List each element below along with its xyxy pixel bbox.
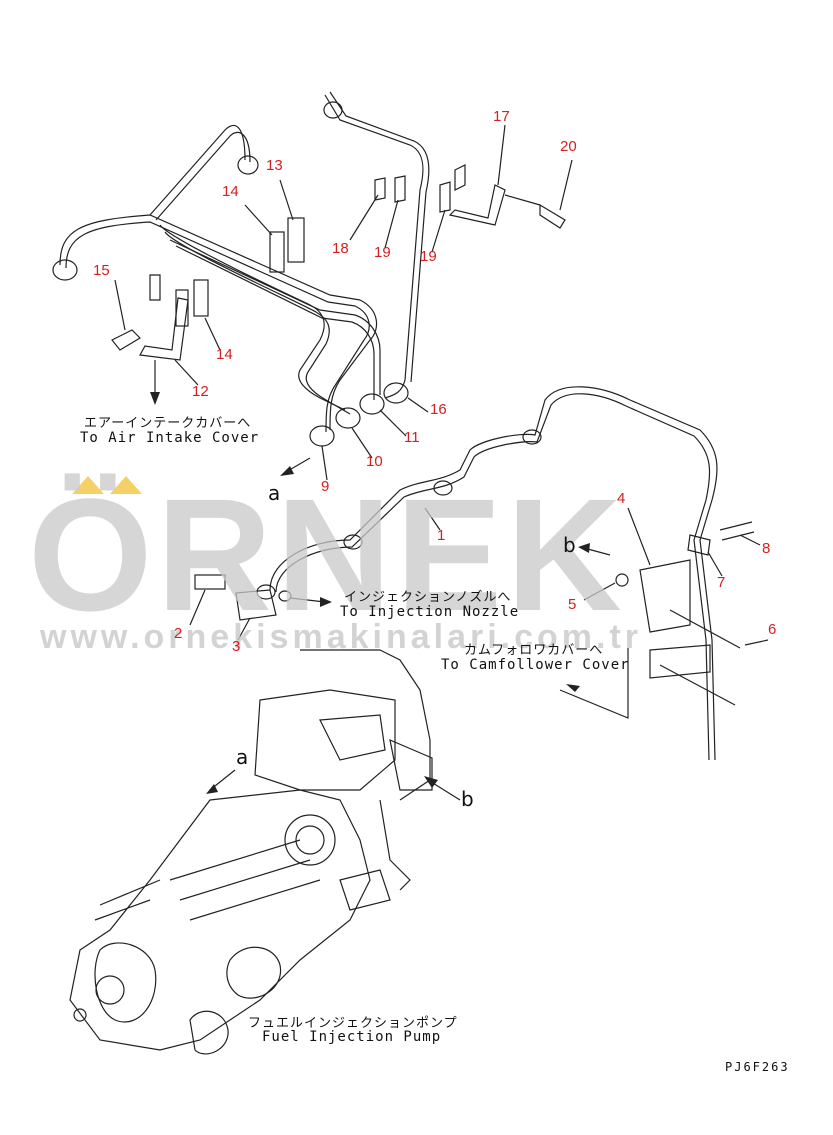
callout-13: 13 (266, 157, 283, 174)
camfollower-label-jp: カムフォロワカバーへ (464, 643, 604, 658)
air-intake-label-jp: エアーインテークカバーへ (84, 416, 252, 431)
callout-3: 3 (232, 638, 241, 655)
injection-nozzle-label-en: To Injection Nozzle (340, 604, 520, 620)
callout-10: 10 (366, 453, 383, 470)
fuel-pump-label-en: Fuel Injection Pump (262, 1029, 442, 1045)
view-letter-b-bottom: b (461, 787, 474, 811)
drawing-code: PJ6F263 (725, 1060, 790, 1074)
fuel-pump-label-jp: フュエルインジェクションポンプ (248, 1016, 458, 1031)
callout-1: 1 (437, 527, 446, 544)
callout-11: 11 (404, 429, 420, 446)
callout-17: 17 (493, 108, 510, 125)
callout-5: 5 (568, 596, 577, 613)
callout-15: 15 (93, 262, 110, 279)
callout-6: 6 (768, 621, 777, 638)
camfollower-label-en: To Camfollower Cover (441, 657, 630, 673)
callout-19b: 19 (420, 248, 437, 265)
injection-nozzle-label-jp: インジェクションノズルへ (344, 590, 512, 605)
callout-8: 8 (762, 540, 771, 557)
callout-16: 16 (430, 401, 447, 418)
view-letter-b-top: b (563, 533, 576, 557)
view-letter-a-top: a (268, 481, 281, 505)
callout-9: 9 (321, 478, 330, 495)
callout-7: 7 (717, 574, 726, 591)
callout-4: 4 (617, 490, 626, 507)
callout-19: 19 (374, 244, 391, 261)
callout-14: 14 (222, 183, 239, 200)
callout-20: 20 (560, 138, 577, 155)
watermark-url: www.ornekismakinalari.com.tr (40, 618, 643, 656)
view-letter-a-bottom: a (236, 745, 249, 769)
callout-18: 18 (332, 240, 349, 257)
callout-14b: 14 (216, 346, 233, 363)
air-intake-label-en: To Air Intake Cover (80, 430, 260, 446)
callout-12: 12 (192, 383, 209, 400)
callout-2: 2 (174, 625, 183, 642)
watermark-brand: ÖRNEK (28, 465, 626, 644)
